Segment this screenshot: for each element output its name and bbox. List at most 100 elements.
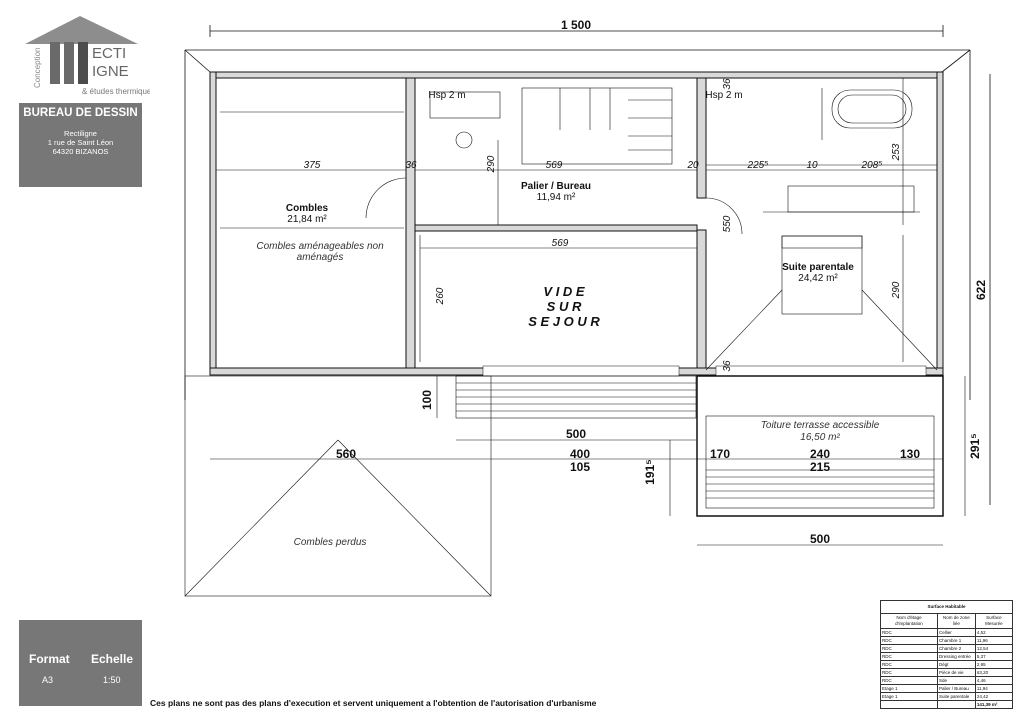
table-cell: 12,54 [974,644,1014,653]
dim-36c: 36 [722,360,733,372]
terrasse-name: Toiture terrasse accessible [761,420,880,431]
dim-215: 215 [810,460,830,474]
dim-291: 291⁵ [968,433,982,459]
dim-500b: 500 [810,532,830,546]
table-cell: RDC [880,628,938,637]
dim-260: 260 [435,287,446,305]
bureau-title: BUREAU DE DESSIN [23,107,138,119]
format-label: Format [29,652,70,666]
bureau-address: 1 rue de Saint Léon [47,138,114,147]
bureau-name: Rectiligne [64,129,97,138]
wall-suite-lower [696,229,707,369]
dim-375: 375 [304,160,321,171]
dim-105: 105 [570,460,590,474]
hsp-label-1: Hsp 2 m [428,90,465,101]
table-cell: 24,42 [974,692,1014,701]
vide-line2: S U R [547,299,582,314]
table-cell: Pièce de vie [937,668,976,677]
dim-569a: 569 [546,160,563,171]
dim-569b: 569 [552,238,569,249]
wall-right [936,71,944,376]
table-cell: Suite parentale [937,692,976,701]
combles-perdus-label: Combles perdus [294,537,367,548]
dim-560: 560 [336,447,356,461]
dim-20: 20 [686,160,699,171]
table-cell: RDC [880,660,938,669]
wall-vide-top [414,224,698,232]
wall-combles [405,77,416,369]
dim-36a: 36 [405,160,417,171]
dim-400: 400 [570,447,590,461]
company-logo: ECTI IGNE Conception & études thermiques [20,14,150,102]
wall-suite-upper [696,77,707,199]
dim-total-width: 1 500 [561,18,591,32]
logo-side-text: Conception [33,48,42,88]
bureau-box: BUREAU DE DESSIN Rectiligne 1 rue de Sai… [19,103,142,187]
format-value: A3 [42,675,54,685]
vide-line3: S E J O U R [528,314,600,329]
table-cell: Dégt [937,660,976,669]
table-cell: Dressing entrée [937,652,976,661]
format-box: Format A3 Echelle 1:50 [19,620,142,706]
table-cell: Etage 1 [880,684,938,693]
table-cell: Sde [937,676,976,685]
room-combles-name: Combles [286,203,329,214]
scale-value: 1:50 [103,675,121,685]
logo-roof-icon [25,16,138,44]
table-cell: 4,46 [974,676,1014,685]
table-cell: 63,20 [974,668,1014,677]
room-suite-area: 24,42 m² [798,273,838,284]
room-palier-name: Palier / Bureau [521,181,591,192]
dim-total-height: 622 [974,280,988,300]
surface-table: Surface Habitable Nom d'étage d'implanta… [880,600,1014,709]
hsp-label-2: Hsp 2 m [705,90,742,101]
disclaimer: Ces plans ne sont pas des plans d'execut… [150,698,597,708]
wall-left [209,71,217,376]
table-cell: RDC [880,652,938,661]
surface-table-header: Nom d'étage d'implantation [880,613,938,629]
dim-208: 208⁵ [861,160,883,171]
scale-label: Echelle [91,652,134,666]
table-cell: 5,37 [974,652,1014,661]
logo-sub-text: & études thermiques [82,87,150,96]
dim-170: 170 [710,447,730,461]
dim-130: 130 [900,447,920,461]
surface-table-header: Surface Mesurée [974,613,1014,629]
vide-line1: V I D E [543,284,585,299]
table-cell: 11,96 [974,636,1014,645]
table-cell: Chambre 1 [937,636,976,645]
room-combles-note-line2: aménagés [297,252,344,263]
logo-brand-bottom: IGNE [92,63,129,80]
table-cell: Palier / Bureau [937,684,976,693]
room-palier-area: 11,94 m² [537,192,576,203]
dim-253: 253 [891,143,902,161]
dim-36b: 36 [722,78,733,90]
table-cell: Etage 1 [880,692,938,701]
dim-10: 10 [806,160,818,171]
dim-240: 240 [810,447,830,461]
terrasse-area: 16,50 m² [800,432,840,443]
surface-total: 141,39 m² [974,700,1014,709]
logo-brand-top: ECTI [92,45,126,62]
table-total-row: 141,39 m² [880,700,1014,709]
table-cell: RDC [880,668,938,677]
surface-table-header: Nom de zone liée [937,613,976,629]
surface-table-caption: Surface Habitable [880,600,1013,614]
room-combles-note-line1: Combles aménageables non [256,241,384,252]
room-suite-name: Suite parentale [782,262,854,273]
table-cell: Chambre 2 [937,644,976,653]
dim-191: 191⁵ [643,459,657,485]
table-cell: 11,94 [974,684,1014,693]
wall-top [209,71,944,79]
dim-100: 100 [420,390,434,410]
